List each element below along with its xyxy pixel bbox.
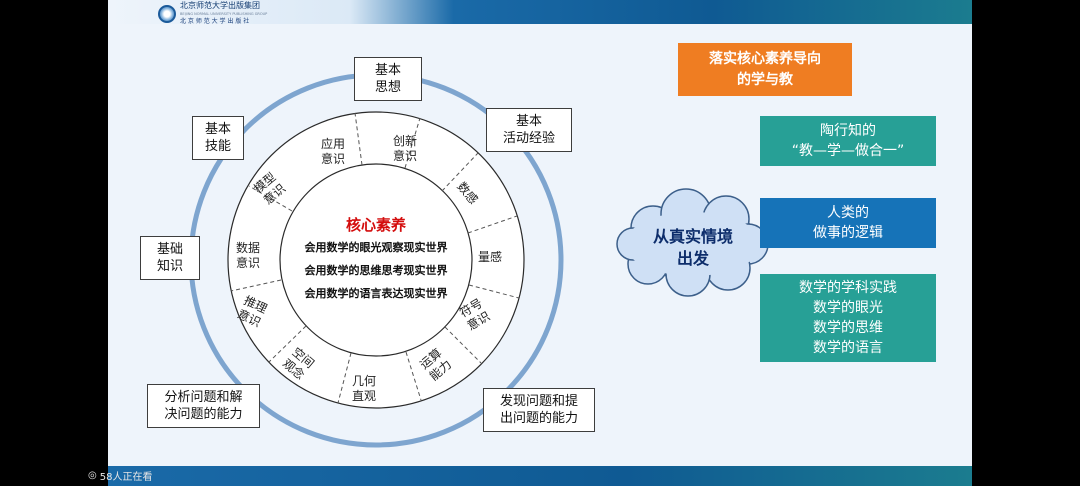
panel-human-logic: 人类的 做事的逻辑: [760, 198, 936, 248]
box-basic-knowledge: 基础 知识: [140, 236, 200, 280]
panel-human-line-2: 做事的逻辑: [813, 225, 883, 241]
core-literacy-diagram: [188, 72, 769, 448]
seal-icon: [158, 4, 176, 23]
panel-practice-line-4: 数学的语言: [813, 340, 883, 356]
footer-bar: [108, 466, 972, 486]
segment-quantity-sense: 量感: [478, 250, 503, 264]
panel-tao-line-2: “教—学—做合一”: [791, 143, 905, 159]
core-line-3: 会用数学的语言表达现实世界: [304, 287, 448, 300]
panel-practice-line-1: 数学的学科实践: [799, 280, 897, 296]
panel-tao-xingzhi: 陶行知的 “教—学—做合一”: [760, 116, 936, 166]
slide: 北京师范大学出版集团 BEIJING NORMAL UNIVERSITY PUB…: [108, 0, 972, 486]
header-bar: [108, 0, 972, 24]
core-literacy-center: 核心素养 会用数学的眼光观察现实世界 会用数学的思维思考现实世界 会用数学的语言…: [280, 214, 472, 305]
segment-innovation: 创新 意识: [393, 134, 418, 163]
box-analyze-solve-ability: 分析问题和解 决问题的能力: [147, 384, 260, 428]
publisher-logo: 北京师范大学出版集团 BEIJING NORMAL UNIVERSITY PUB…: [158, 2, 267, 25]
box-basic-skills: 基本 技能: [192, 116, 244, 160]
viewer-count: ◎ 58人正在看: [88, 468, 152, 483]
logo-line-3: 北 京 师 范 大 学 出 版 社: [180, 18, 250, 25]
core-title: 核心素养: [345, 216, 406, 234]
panel-tao-line-1: 陶行知的: [820, 123, 876, 139]
segment-data-awareness: 数据 意识: [236, 241, 261, 270]
core-line-1: 会用数学的眼光观察现实世界: [304, 241, 448, 254]
viewer-eye-icon: ◎: [88, 470, 97, 481]
logo-line-1: 北京师范大学出版集团: [180, 1, 260, 10]
box-discover-raise-ability: 发现问题和提 出问题的能力: [483, 388, 595, 432]
logo-text: 北京师范大学出版集团 BEIJING NORMAL UNIVERSITY PUB…: [180, 1, 268, 26]
box-basic-activity-experience: 基本 活动经验: [486, 108, 572, 152]
segment-application: 应用 意识: [321, 137, 346, 166]
segment-geometric-intuition: 几何 直观: [352, 374, 377, 403]
cloud-fill: [625, 212, 761, 276]
box-basic-thinking: 基本 思想: [354, 57, 422, 101]
segment-ring-inner: [279, 163, 473, 357]
panel-math-practice: 数学的学科实践 数学的眼光 数学的思维 数学的语言: [760, 274, 936, 362]
panel-practice-line-2: 数学的眼光: [813, 300, 883, 316]
core-line-2: 会用数学的思维思考现实世界: [304, 264, 448, 277]
logo-line-2: BEIJING NORMAL UNIVERSITY PUBLISHING GRO…: [180, 12, 268, 16]
panel-practice-line-3: 数学的思维: [813, 320, 883, 336]
orange-title-box: 落实核心素养导向 的学与教: [678, 43, 852, 96]
viewer-count-text: 58人正在看: [99, 472, 153, 483]
cloud-text: 从真实情境 出发: [652, 227, 733, 268]
segment-dividers: [230, 112, 520, 404]
panel-human-line-1: 人类的: [827, 205, 869, 221]
